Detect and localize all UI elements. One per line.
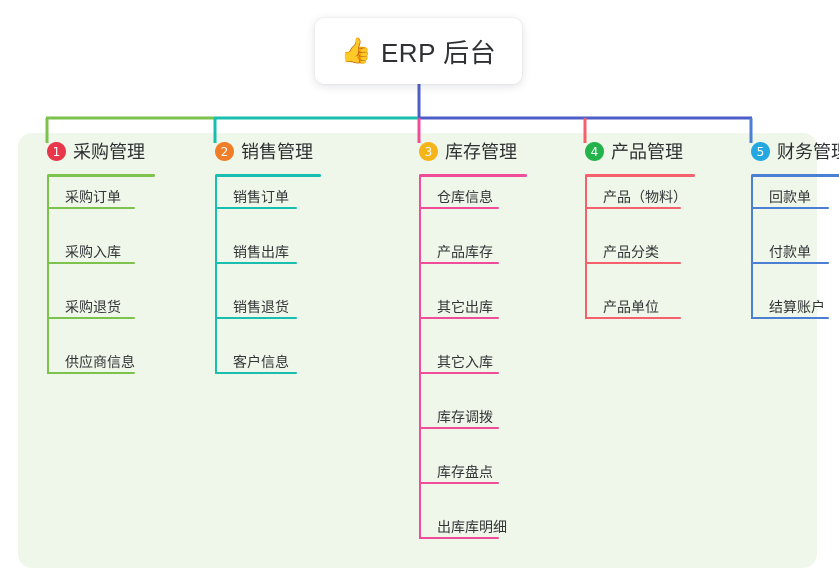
leaf-node-label: 产品分类 (603, 244, 659, 260)
leaf-node[interactable]: 产品（物料） (585, 179, 687, 209)
branch-title: 采购管理 (73, 141, 145, 162)
branch-title-rule (419, 174, 527, 177)
leaf-node[interactable]: 产品单位 (585, 289, 685, 319)
branch-title: 产品管理 (611, 141, 683, 162)
leaf-node-rule (585, 207, 681, 209)
leaf-node[interactable]: 回款单 (751, 179, 833, 209)
leaf-node-label: 销售出库 (233, 244, 289, 260)
leaf-node-label: 库存盘点 (437, 464, 493, 480)
branch-spine (419, 176, 421, 539)
leaf-node[interactable]: 销售订单 (215, 179, 301, 209)
branch-header-3[interactable]: 3 库存管理 (419, 142, 517, 161)
leaf-node-rule (419, 317, 499, 319)
branch-title-rule (585, 174, 695, 177)
leaf-node-label: 采购入库 (65, 244, 121, 260)
leaf-node-rule (419, 262, 499, 264)
leaf-node[interactable]: 客户信息 (215, 344, 301, 374)
leaf-node-label: 出库库明细 (437, 519, 507, 535)
leaf-node-label: 库存调拨 (437, 409, 493, 425)
leaf-node[interactable]: 采购退货 (47, 289, 139, 319)
leaf-node-rule (585, 317, 681, 319)
leaf-node-label: 回款单 (769, 189, 811, 205)
leaf-node-label: 采购退货 (65, 299, 121, 315)
branch-title: 销售管理 (241, 141, 313, 162)
leaf-node[interactable]: 销售出库 (215, 234, 301, 264)
branch-spine (751, 176, 753, 319)
leaf-node-rule (215, 262, 297, 264)
leaf-node[interactable]: 采购订单 (47, 179, 139, 209)
leaf-node[interactable]: 库存调拨 (419, 399, 503, 429)
leaf-node-rule (47, 317, 135, 319)
leaf-node-label: 其它入库 (437, 354, 493, 370)
root-node[interactable]: 👍 ERP 后台 (315, 18, 522, 84)
leaf-node-rule (215, 317, 297, 319)
thumbs-up-icon: 👍 (340, 36, 372, 65)
leaf-node-rule (585, 262, 681, 264)
branch-number-badge: 5 (751, 142, 770, 161)
branch-title: 库存管理 (445, 141, 517, 162)
leaf-node-label: 采购订单 (65, 189, 121, 205)
leaf-node-rule (751, 207, 829, 209)
branch-title-rule (47, 174, 155, 177)
leaf-node-label: 客户信息 (233, 354, 289, 370)
leaf-node-label: 产品单位 (603, 299, 659, 315)
leaf-node-label: 销售退货 (233, 299, 289, 315)
branch-spine (585, 176, 587, 319)
branch-number-badge: 1 (47, 142, 66, 161)
leaf-node[interactable]: 销售退货 (215, 289, 301, 319)
leaf-node-label: 产品（物料） (603, 189, 687, 205)
branch-number-badge: 2 (215, 142, 234, 161)
root-node-content: 👍 ERP 后台 (341, 33, 496, 70)
leaf-node[interactable]: 仓库信息 (419, 179, 503, 209)
branch-title-rule (215, 174, 321, 177)
branch-header-2[interactable]: 2 销售管理 (215, 142, 313, 161)
diagram-panel (18, 133, 817, 568)
branch-spine (215, 176, 217, 374)
leaf-node-label: 付款单 (769, 244, 811, 260)
leaf-node-rule (419, 537, 499, 539)
leaf-node[interactable]: 付款单 (751, 234, 833, 264)
branch-number-badge: 4 (585, 142, 604, 161)
leaf-node-label: 其它出库 (437, 299, 493, 315)
leaf-node-rule (47, 262, 135, 264)
leaf-node-label: 销售订单 (233, 189, 289, 205)
leaf-node-rule (751, 262, 829, 264)
leaf-node-rule (215, 372, 297, 374)
branch-title: 财务管理 (777, 141, 839, 162)
branch-header-4[interactable]: 4 产品管理 (585, 142, 683, 161)
leaf-node[interactable]: 采购入库 (47, 234, 139, 264)
branch-spine (47, 176, 49, 374)
branch-header-5[interactable]: 5 财务管理 (751, 142, 839, 161)
leaf-node-label: 仓库信息 (437, 189, 493, 205)
leaf-node[interactable]: 其它入库 (419, 344, 503, 374)
leaf-node[interactable]: 结算账户 (751, 289, 833, 319)
leaf-node[interactable]: 产品库存 (419, 234, 503, 264)
branch-number-badge: 3 (419, 142, 438, 161)
leaf-node[interactable]: 产品分类 (585, 234, 685, 264)
leaf-node-rule (419, 482, 499, 484)
leaf-node-rule (215, 207, 297, 209)
leaf-node-rule (47, 372, 135, 374)
leaf-node[interactable]: 供应商信息 (47, 344, 139, 374)
leaf-node-label: 产品库存 (437, 244, 493, 260)
branch-header-1[interactable]: 1 采购管理 (47, 142, 145, 161)
leaf-node-label: 结算账户 (769, 299, 825, 315)
leaf-node-label: 供应商信息 (65, 354, 135, 370)
branch-title-rule (751, 174, 839, 177)
root-node-title: ERP 后台 (380, 37, 497, 68)
leaf-node-rule (47, 207, 135, 209)
leaf-node[interactable]: 库存盘点 (419, 454, 503, 484)
leaf-node-rule (419, 207, 499, 209)
leaf-node-rule (751, 317, 829, 319)
leaf-node-rule (419, 372, 499, 374)
leaf-node[interactable]: 出库库明细 (419, 509, 507, 539)
leaf-node-rule (419, 427, 499, 429)
leaf-node[interactable]: 其它出库 (419, 289, 503, 319)
